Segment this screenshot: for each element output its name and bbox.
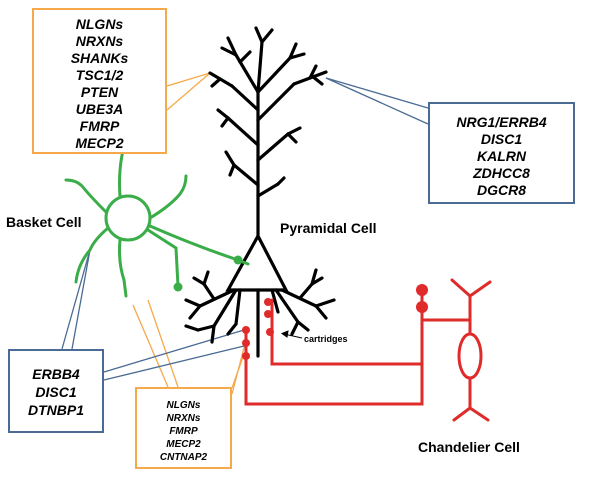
gene-label: TSC1/2 xyxy=(75,67,124,83)
gene-label: MECP2 xyxy=(75,135,124,151)
cartridges-label: cartridges xyxy=(304,334,348,344)
pyramidal-cell-label: Pyramidal Cell xyxy=(280,220,377,236)
gene-label: NRG1/ERRB4 xyxy=(456,114,547,130)
gene-label: UBE3A xyxy=(75,101,124,117)
basket-bouton-2 xyxy=(233,255,243,265)
gene-label: DTNBP1 xyxy=(27,402,84,418)
gene-label: DGCR8 xyxy=(476,182,526,198)
gene-label: ERBB4 xyxy=(32,366,80,382)
gene-label: FMRP xyxy=(79,118,120,134)
gene-box-bottom-middle: NLGNs NRXNs FMRP MECP2 CNTNAP2 xyxy=(135,387,232,469)
basket-cell xyxy=(64,130,250,298)
gene-label: CNTNAP2 xyxy=(159,452,208,463)
basket-cell-label: Basket Cell xyxy=(6,214,82,230)
cartridges-arrow xyxy=(280,330,303,339)
gene-label: NLGNs xyxy=(166,400,201,411)
gene-label: MECP2 xyxy=(166,439,201,450)
pyramidal-cell xyxy=(184,26,336,358)
gene-label: PTEN xyxy=(80,84,119,100)
gene-label: NLGNs xyxy=(75,16,124,32)
orange-callout-lines xyxy=(132,72,247,395)
chandelier-boutons xyxy=(242,284,428,360)
gene-label: KALRN xyxy=(477,148,526,164)
gene-box-bottom-left: ERBB4 DISC1 DTNBP1 xyxy=(8,349,104,433)
gene-label: FMRP xyxy=(169,426,198,437)
gene-box-top-right: NRG1/ERRB4 DISC1 KALRN ZDHCC8 DGCR8 xyxy=(428,102,575,204)
basket-bouton-1 xyxy=(173,282,183,292)
gene-label: ZDHCC8 xyxy=(473,165,530,181)
gene-label: DISC1 xyxy=(35,384,77,400)
blue-callout-lines xyxy=(61,77,429,381)
gene-label: NRXNs xyxy=(166,413,201,424)
gene-label: DISC1 xyxy=(480,131,523,147)
gene-box-top-left: NLGNs NRXNs SHANKs TSC1/2 PTEN UBE3A FMR… xyxy=(32,8,167,154)
chandelier-cell-label: Chandelier Cell xyxy=(418,439,520,455)
chandelier-cell xyxy=(244,278,492,422)
gene-label: NRXNs xyxy=(75,33,124,49)
gene-label: SHANKs xyxy=(70,50,129,66)
